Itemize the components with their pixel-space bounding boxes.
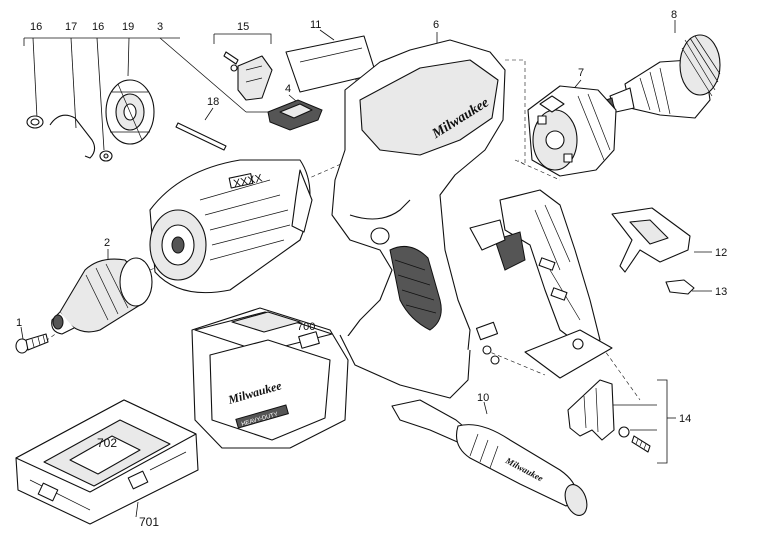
callout-15: 15 (237, 21, 249, 33)
callout-7: 7 (578, 67, 584, 79)
callout-8: 8 (671, 9, 677, 21)
part-6-housing: Milwaukee (331, 39, 506, 399)
part-16-clip-left (26, 115, 44, 129)
callout-702: 702 (97, 436, 117, 450)
callout-11: 11 (310, 19, 321, 31)
part-8-armature (599, 34, 721, 119)
leader-lines (20, 20, 712, 518)
part-3-gearbox: XXXX (149, 159, 313, 294)
callout-6: 6 (433, 19, 439, 31)
callout-17: 17 (65, 21, 77, 33)
callout-10: 10 (477, 392, 489, 404)
callout-16-left: 16 (30, 21, 42, 33)
part-700-carry-case: Milwaukee HEAVY-DUTY (191, 307, 349, 449)
part-12-clip (611, 207, 691, 273)
part-17-wire-spring (49, 114, 96, 159)
part-10-side-handle: Milwaukee (391, 399, 588, 516)
callout-14: 14 (679, 413, 691, 425)
callout-labels: 16 17 16 19 3 15 11 6 8 18 4 7 2 12 13 1… (16, 9, 727, 529)
callout-3: 3 (157, 21, 163, 33)
part-14-rod-assembly (567, 379, 651, 453)
part-18-pin (175, 122, 227, 151)
callout-2: 2 (104, 237, 110, 249)
part-19-gear-plate (105, 79, 155, 145)
callout-701: 701 (139, 515, 159, 529)
callout-18: 18 (207, 96, 219, 108)
callout-4: 4 (285, 83, 291, 95)
part-701-battery-case (15, 399, 199, 525)
part-15-screw-clamp (223, 51, 273, 101)
part-4-switch-cap (267, 99, 323, 131)
part-1-screw (15, 333, 49, 354)
callout-13: 13 (715, 286, 727, 298)
callout-16-right: 16 (92, 21, 104, 33)
part-7-stator (527, 85, 617, 177)
part-13-spring (665, 279, 695, 295)
part-16-clip-right (99, 150, 113, 162)
callout-1: 1 (16, 317, 22, 329)
electronics-module (469, 189, 613, 379)
callout-19: 19 (122, 21, 134, 33)
callout-700: 700 (297, 321, 315, 333)
part-2-chuck (51, 257, 153, 335)
callout-12: 12 (715, 247, 727, 259)
